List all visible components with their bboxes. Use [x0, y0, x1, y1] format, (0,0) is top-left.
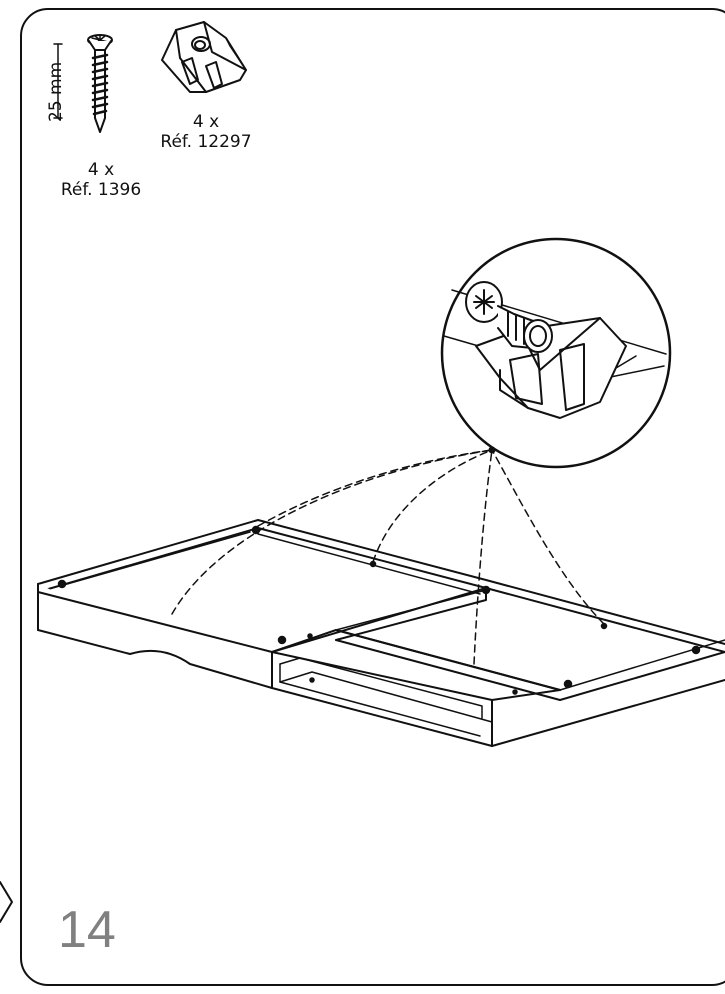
- screw-icon: [53, 34, 113, 133]
- bracket-icon: [161, 21, 247, 93]
- step-number: 14: [58, 901, 116, 959]
- bracket-ref: Réf. 12297: [160, 132, 252, 152]
- screw-part-label: 4 x Réf. 1396: [46, 160, 156, 200]
- bracket-quantity: 4 x: [192, 112, 220, 132]
- page-frame: [20, 8, 725, 986]
- detail-magnifier: [440, 237, 672, 469]
- bracket-part-label: 4 x Réf. 12297: [146, 112, 266, 152]
- screw-ref: Réf. 1396: [60, 180, 142, 200]
- leader-lines: [171, 449, 605, 665]
- page-arrow-icon: [0, 881, 13, 923]
- screw-quantity: 4 x: [87, 160, 115, 180]
- screw-length-label: 25 mm: [46, 61, 66, 122]
- furniture-frame: [37, 519, 725, 747]
